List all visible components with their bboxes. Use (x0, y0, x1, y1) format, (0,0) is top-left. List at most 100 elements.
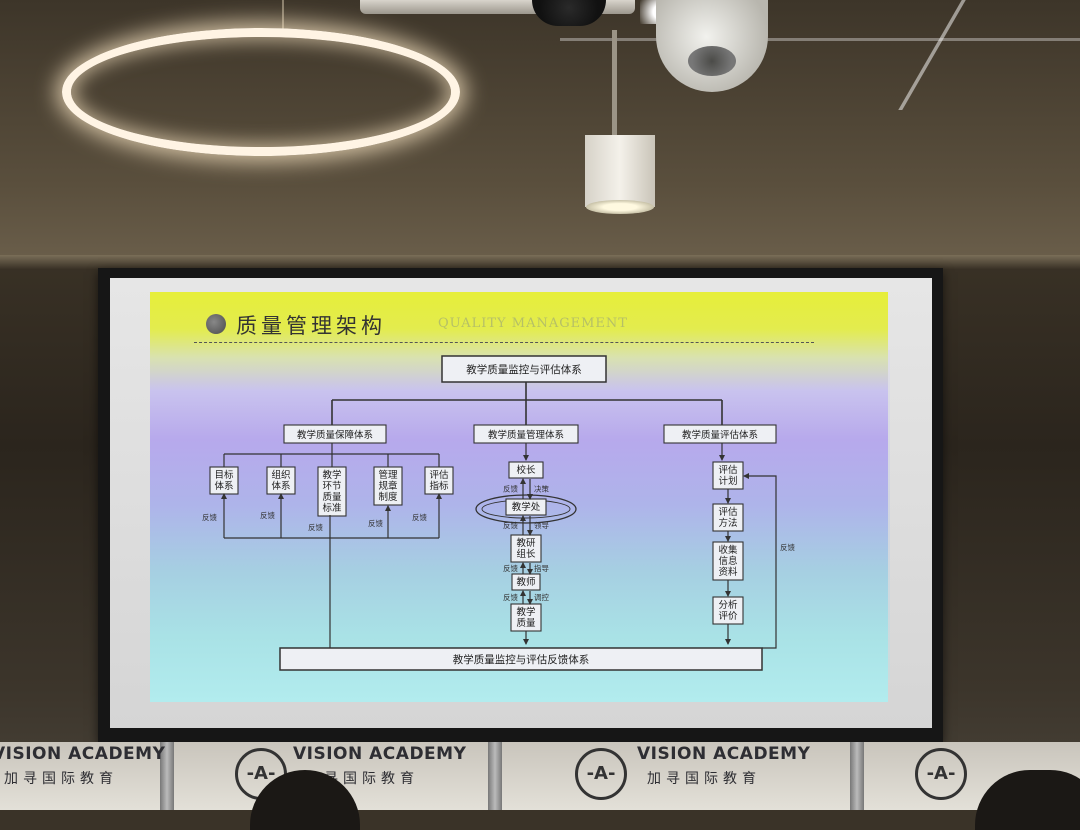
vision-academy-logo-icon: -A- (575, 748, 627, 800)
stand-pillar (850, 742, 864, 810)
assurance-item-label: 质量 (322, 491, 342, 503)
assurance-item-label: 制度 (378, 491, 398, 503)
management-node: 校长 (508, 461, 544, 479)
assurance-item-label: 体系 (271, 480, 290, 492)
evaluation-node-label: 计划 (718, 475, 737, 487)
management-node: 教师 (511, 573, 541, 591)
stand-pillar (488, 742, 502, 810)
banner: -A- VISION ACADEMY 加寻国际教育 (575, 742, 815, 810)
assurance-item-label: 标准 (322, 502, 342, 514)
management-node-label: 教师 (516, 576, 535, 588)
assurance-item-label: 环节 (322, 481, 341, 492)
assurance-item-label: 体系 (214, 480, 233, 492)
feedback-label: 反馈 (503, 484, 518, 494)
wall-bottom (0, 742, 1080, 810)
assurance-item-label: 教学 (322, 469, 341, 481)
bottom-node: 教学质量监控与评估反馈体系 (279, 647, 763, 671)
slide: 质量管理架构 QUALITY MANAGEMENT 教学质量监控与评估体系 教学… (150, 292, 888, 702)
management-node-label: 教学 (516, 606, 535, 618)
management-node: 教学处 (505, 498, 547, 516)
evaluation-node-label: 信息 (718, 555, 737, 567)
assurance-item-label: 组织 (271, 469, 290, 481)
projector-lens-icon (532, 0, 606, 26)
feedback-label: 反馈 (503, 592, 518, 602)
assurance-item-label: 评估 (429, 469, 449, 481)
banner-cn: 加寻国际教育 (647, 771, 761, 787)
management-chain: 校长教学处教研组长教师教学质量反馈决策反馈领导反馈指导反馈调控 (503, 461, 549, 645)
assurance-item-label: 管理 (378, 469, 398, 481)
root-node: 教学质量监控与评估体系 (441, 355, 607, 383)
feedback-label: 反馈 (368, 518, 383, 528)
feedback-label: 反馈 (412, 512, 427, 522)
assurance-item-label: 规章 (378, 480, 398, 492)
vision-academy-logo-icon: -A- (915, 748, 967, 800)
evaluation-feedback-loop (743, 473, 777, 649)
bottom-label: 教学质量监控与评估反馈体系 (453, 653, 590, 666)
assurance-item-label: 目标 (214, 469, 234, 481)
stand-pillar (160, 742, 174, 810)
branch-assurance: 教学质量保障体系 (283, 424, 387, 444)
banner: -A- (915, 742, 1080, 810)
feedback-label: 反馈 (780, 542, 795, 552)
banner-en: VISION ACADEMY (637, 744, 811, 764)
evaluation-node-label: 评估 (718, 464, 738, 476)
slide-subtitle: QUALITY MANAGEMENT (438, 316, 628, 331)
camera-lens-icon (688, 46, 736, 76)
branch-label: 教学质量管理体系 (488, 429, 564, 441)
banner-cn: 加寻国际教育 (4, 771, 118, 787)
feedback-label: 反馈 (503, 563, 518, 573)
management-node-label: 教学处 (512, 501, 541, 513)
management-node-label: 组长 (516, 548, 536, 560)
management-node-label: 教研 (516, 537, 536, 549)
directive-label: 指导 (534, 563, 549, 573)
ceiling-truss (560, 38, 1080, 41)
root-label: 教学质量监控与评估体系 (466, 363, 582, 376)
branch-label: 教学质量保障体系 (297, 429, 373, 441)
ring-light-wire (282, 0, 284, 30)
directive-label: 调控 (534, 592, 549, 602)
branch-management: 教学质量管理体系 (473, 424, 579, 444)
branch-evaluation: 教学质量评估体系 (663, 424, 777, 444)
bullet-dot-icon (206, 314, 226, 334)
directive-label: 领导 (534, 520, 549, 530)
org-chart-diagram: 教学质量监控与评估体系 教学质量保障体系 教学质量管理体系 教学质量评估体系 目… (202, 355, 795, 671)
directive-label: 决策 (534, 484, 549, 494)
feedback-label: 反馈 (308, 522, 323, 532)
evaluation-node-label: 方法 (718, 517, 737, 529)
management-node: 教学质量 (510, 603, 542, 632)
slide-title: 质量管理架构 (236, 314, 386, 338)
evaluation-node-label: 收集 (718, 544, 738, 556)
evaluation-node-label: 评估 (718, 506, 738, 518)
feedback-label: 反馈 (260, 510, 275, 520)
feedback-label: 反馈 (503, 520, 518, 530)
evaluation-node-label: 资料 (718, 566, 738, 578)
banner-en: VISION ACADEMY (0, 744, 166, 764)
evaluation-node-label: 分析 (718, 599, 738, 611)
banner-en: VISION ACADEMY (293, 744, 467, 764)
assurance-item-label: 指标 (429, 480, 449, 492)
management-node-label: 校长 (516, 464, 536, 476)
feedback-label: 反馈 (202, 512, 217, 522)
management-node-label: 质量 (516, 617, 536, 629)
evaluation-node-label: 评价 (718, 611, 738, 622)
ceiling-edge (0, 255, 1080, 269)
spotlight-icon (585, 135, 655, 207)
branch-label: 教学质量评估体系 (682, 429, 758, 441)
ring-light-icon (62, 28, 460, 156)
banner: VISION ACADEMY 加寻国际教育 (0, 742, 165, 810)
highlight-ellipse (475, 494, 577, 524)
spotlight-rod (612, 30, 617, 136)
title-divider (194, 342, 814, 343)
